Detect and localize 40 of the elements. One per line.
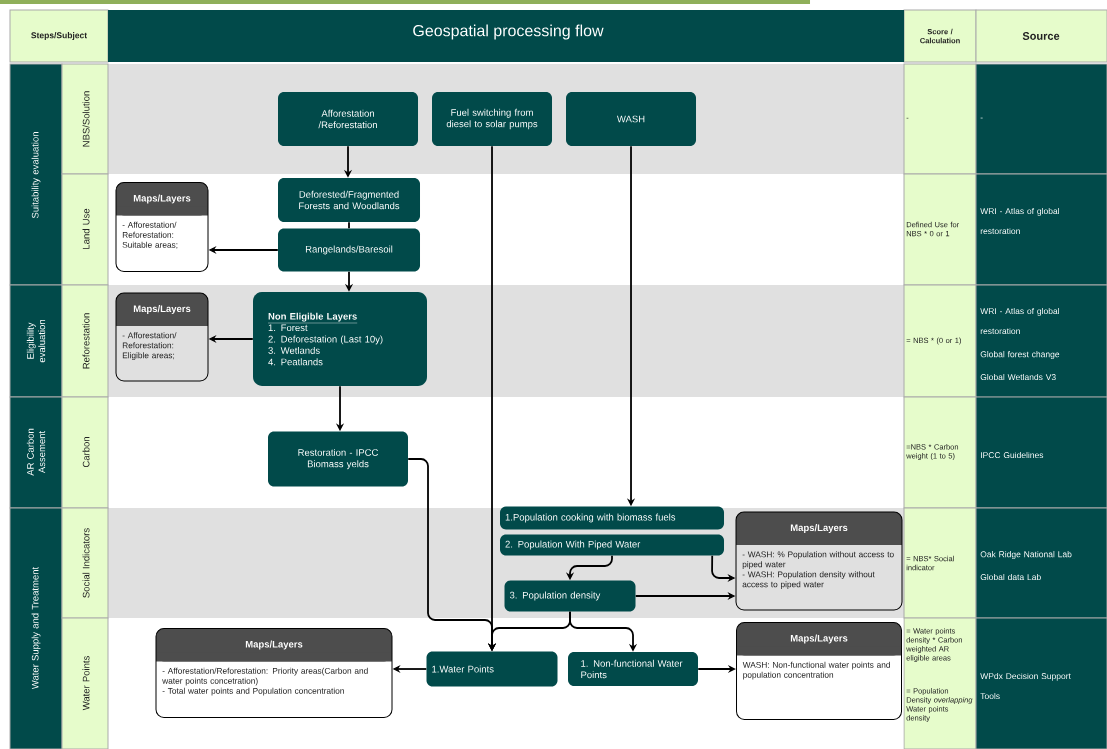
- source-text: WPdx Decision Support Tools: [980, 672, 1071, 700]
- source-text: Oak Ridge National Lab: [980, 551, 1072, 559]
- process-box: Non Eligible Layers 1. Forest 2. Deforestation (Last 10y) 3. Wetlands 4. Peatlands: [253, 292, 427, 386]
- source-text: Global Wetlands V3: [980, 373, 1056, 381]
- source-text: Global forest change: [980, 351, 1060, 359]
- layer-box: Maps/Layers - WASH: % Population without access to piped water - WASH: Population density without access to piped water: [735, 511, 903, 611]
- subject-label: Social Indicators: [82, 528, 90, 598]
- subject-label: Reforestation: [82, 313, 90, 369]
- group-label: Water Supply and Treatment: [31, 566, 41, 690]
- source-text: WRI - Atlas of global restoration: [980, 307, 1059, 335]
- process-box: 1.Water Points: [426, 651, 558, 687]
- process-box: 3. Population density: [504, 580, 636, 612]
- layer-box: Maps/Layers WASH: Non-functional water points and population concentration: [736, 622, 902, 720]
- group-label: Suitability evaluation: [31, 132, 41, 219]
- process-box: 1. Non-functional Water Points: [568, 652, 698, 686]
- group-label: AR Carbon Assement: [26, 428, 46, 476]
- source-text: IPCC Guidelines: [981, 451, 1044, 459]
- process-box: 2. Population With Piped Water: [500, 534, 724, 556]
- title-band: Geospatial processing flow: [108, 10, 904, 62]
- process-box: Fuel switching from diesel to solar pumps: [432, 92, 552, 146]
- process-box: Deforested/Fragmented Forests and Woodlands: [278, 178, 420, 222]
- layer-box: Maps/Layers - Afforestation/ Reforestation: Eligible areas;: [115, 292, 209, 382]
- source-text: WRI - Atlas of global restoration: [980, 207, 1059, 235]
- subject-label: Water Points: [82, 656, 90, 711]
- connector-line: [348, 221, 350, 230]
- header-text: Source: [1022, 32, 1060, 40]
- layer-box: Maps/Layers - Afforestation/ Reforestation: Suitable areas;: [115, 182, 209, 272]
- process-box: Restoration - IPCC Biomass yelds: [268, 431, 408, 487]
- process-box: Afforestation /Reforestation: [278, 92, 418, 146]
- process-box: 1.Population cooking with biomass fuels: [500, 506, 724, 530]
- group-label: Eligibility evaluation: [26, 319, 46, 363]
- subject-label: NBS/Solution: [82, 91, 90, 147]
- subject-label: Carbon: [82, 437, 90, 468]
- source-text: -: [980, 117, 983, 119]
- source-text: Global data Lab: [980, 573, 1041, 581]
- header-text: Steps/Subject: [31, 32, 87, 40]
- subject-label: Land Use: [82, 208, 90, 249]
- layer-box: Maps/Layers - Afforestation/Reforestation: Priority areas(Carbon and water points concetration) - Total water points and Population concentration: [155, 628, 393, 718]
- process-box: Rangelands/Baresoil: [278, 228, 420, 272]
- process-box: WASH: [566, 92, 696, 146]
